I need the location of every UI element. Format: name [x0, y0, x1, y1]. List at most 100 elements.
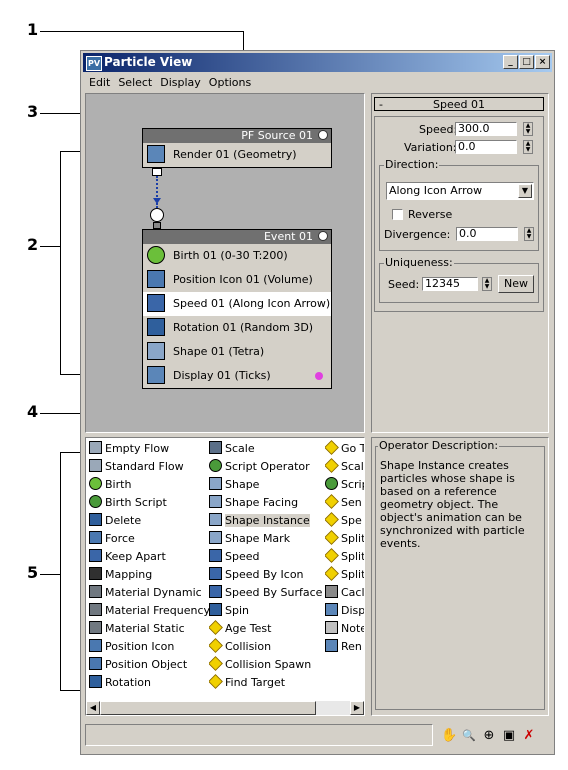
scroll-thumb[interactable]: [100, 701, 316, 715]
depot-item[interactable]: Birth Script: [89, 494, 209, 512]
depot-horizontal-scrollbar[interactable]: ◀ ▶: [86, 701, 364, 715]
position-icon: [89, 657, 102, 670]
depot-item[interactable]: Position Icon: [89, 638, 209, 656]
depot-item[interactable]: Shape Facing: [209, 494, 325, 512]
pf-source-render-row[interactable]: Render 01 (Geometry): [143, 143, 331, 167]
event-operator-position-icon[interactable]: Position Icon 01 (Volume): [143, 268, 331, 292]
zoom-extents-icon[interactable]: ▣: [502, 728, 516, 743]
event-operator-birth[interactable]: Birth 01 (0-30 T:200): [143, 244, 331, 268]
scroll-right-icon[interactable]: ▶: [350, 701, 364, 715]
zoom-icon[interactable]: 🔍: [462, 729, 476, 742]
reverse-checkbox[interactable]: [392, 209, 403, 220]
depot-item[interactable]: Note: [325, 620, 365, 638]
depot-item[interactable]: Shape: [209, 476, 325, 494]
depot-item[interactable]: Speed: [209, 548, 325, 566]
depot-item[interactable]: Material Dynamic: [89, 584, 209, 602]
rollout-toggle[interactable]: -: [379, 98, 383, 111]
speed-spinner[interactable]: ▲▼: [523, 122, 533, 136]
scroll-left-icon[interactable]: ◀: [86, 701, 100, 715]
depot-item[interactable]: Scrip: [325, 476, 364, 494]
close-button[interactable]: ×: [535, 55, 550, 69]
event-operator-shape[interactable]: Shape 01 (Tetra): [143, 340, 331, 364]
display-color-swatch[interactable]: [315, 372, 323, 380]
depot-item-label: Scal: [341, 460, 364, 473]
depot-item[interactable]: Spin: [209, 602, 325, 620]
pf-source-node[interactable]: PF Source 01 Render 01 (Geometry): [142, 128, 332, 168]
depot-item[interactable]: Empty Flow: [89, 440, 209, 458]
maximize-button[interactable]: □: [519, 55, 534, 69]
node-toggle-icon[interactable]: [318, 130, 328, 140]
speed-rollout-header[interactable]: - Speed 01: [374, 97, 544, 111]
new-seed-button[interactable]: New: [498, 275, 534, 293]
event-node[interactable]: Event 01 Birth 01 (0-30 T:200) Position …: [142, 229, 332, 389]
pan-icon[interactable]: ✋: [441, 728, 458, 743]
event-header[interactable]: Event 01: [143, 230, 331, 244]
depot-item[interactable]: Rotation: [89, 674, 209, 692]
depot-item[interactable]: Keep Apart: [89, 548, 209, 566]
depot-item[interactable]: Split: [325, 566, 364, 584]
depot-item[interactable]: Cacl: [325, 584, 364, 602]
render-icon: [325, 639, 338, 652]
depot-item[interactable]: Shape Mark: [209, 530, 325, 548]
depot-item[interactable]: Find Target: [209, 674, 325, 692]
depot-item[interactable]: Ren: [325, 638, 364, 656]
seed-spinner[interactable]: ▲▼: [482, 277, 492, 291]
depot-item[interactable]: Collision Spawn: [209, 656, 325, 674]
menu-display[interactable]: Display: [160, 76, 201, 89]
depot-item[interactable]: Mapping: [89, 566, 209, 584]
zoom-region-icon[interactable]: ⊕: [483, 728, 495, 743]
speed-field[interactable]: 300.0: [455, 122, 517, 136]
depot-item[interactable]: Scale: [209, 440, 325, 458]
depot-item[interactable]: Material Frequency: [89, 602, 209, 620]
minimize-button[interactable]: _: [503, 55, 518, 69]
title-bar[interactable]: PV Particle View _ □ ×: [83, 53, 552, 72]
depot-item[interactable]: Force: [89, 530, 209, 548]
event-operator-display[interactable]: Display 01 (Ticks): [143, 364, 331, 388]
output-socket[interactable]: [152, 168, 162, 176]
depot-item[interactable]: Collision: [209, 638, 325, 656]
depot-item-label: Go T: [341, 442, 365, 455]
menu-select[interactable]: Select: [118, 76, 153, 89]
no-zoom-icon[interactable]: ✗: [523, 728, 535, 743]
direction-dropdown[interactable]: Along Icon Arrow: [386, 182, 534, 200]
depot-item[interactable]: Material Static: [89, 620, 209, 638]
material-icon: [89, 585, 102, 598]
event-operator-speed[interactable]: Speed 01 (Along Icon Arrow): [143, 292, 331, 316]
input-connector: [153, 222, 161, 229]
depot-item[interactable]: Speed By Surface: [209, 584, 325, 602]
depot-item[interactable]: Go T: [325, 440, 365, 458]
variation-field[interactable]: 0.0: [455, 140, 517, 154]
menu-options[interactable]: Options: [208, 76, 252, 89]
event-operator-rotation[interactable]: Rotation 01 (Random 3D): [143, 316, 331, 340]
menu-edit[interactable]: Edit: [89, 76, 111, 89]
chevron-down-icon[interactable]: ▼: [518, 184, 532, 198]
depot-item[interactable]: Standard Flow: [89, 458, 209, 476]
input-socket[interactable]: [150, 208, 164, 222]
seed-field[interactable]: 12345: [422, 277, 478, 291]
depot-item[interactable]: Speed By Icon: [209, 566, 325, 584]
render-icon: [147, 145, 165, 163]
depot-item-label: Disp: [341, 604, 365, 617]
depot-item[interactable]: Sen: [325, 494, 364, 512]
pf-source-header[interactable]: PF Source 01: [143, 129, 331, 143]
node-toggle-icon[interactable]: [318, 231, 328, 241]
depot-item[interactable]: Spe: [325, 512, 364, 530]
depot-item[interactable]: Birth: [89, 476, 209, 494]
depot-item[interactable]: Disp: [325, 602, 365, 620]
depot-item[interactable]: Script Operator: [209, 458, 325, 476]
divergence-field[interactable]: 0.0: [456, 227, 518, 241]
depot-item[interactable]: Position Object: [89, 656, 209, 674]
depot-item[interactable]: Scal: [325, 458, 364, 476]
depot-item[interactable]: Split: [325, 530, 364, 548]
depot-item-label: Note: [341, 622, 365, 635]
depot-item[interactable]: Delete: [89, 512, 209, 530]
divergence-spinner[interactable]: ▲▼: [524, 227, 534, 241]
depot-item[interactable]: Split: [325, 548, 364, 566]
window-title: Particle View: [104, 55, 193, 69]
depot-item[interactable]: Shape Instance: [209, 512, 325, 530]
depot-item[interactable]: Age Test: [209, 620, 325, 638]
shape-icon: [209, 495, 222, 508]
event-display[interactable]: PF Source 01 Render 01 (Geometry) Event …: [85, 93, 365, 433]
variation-spinner[interactable]: ▲▼: [523, 140, 533, 154]
